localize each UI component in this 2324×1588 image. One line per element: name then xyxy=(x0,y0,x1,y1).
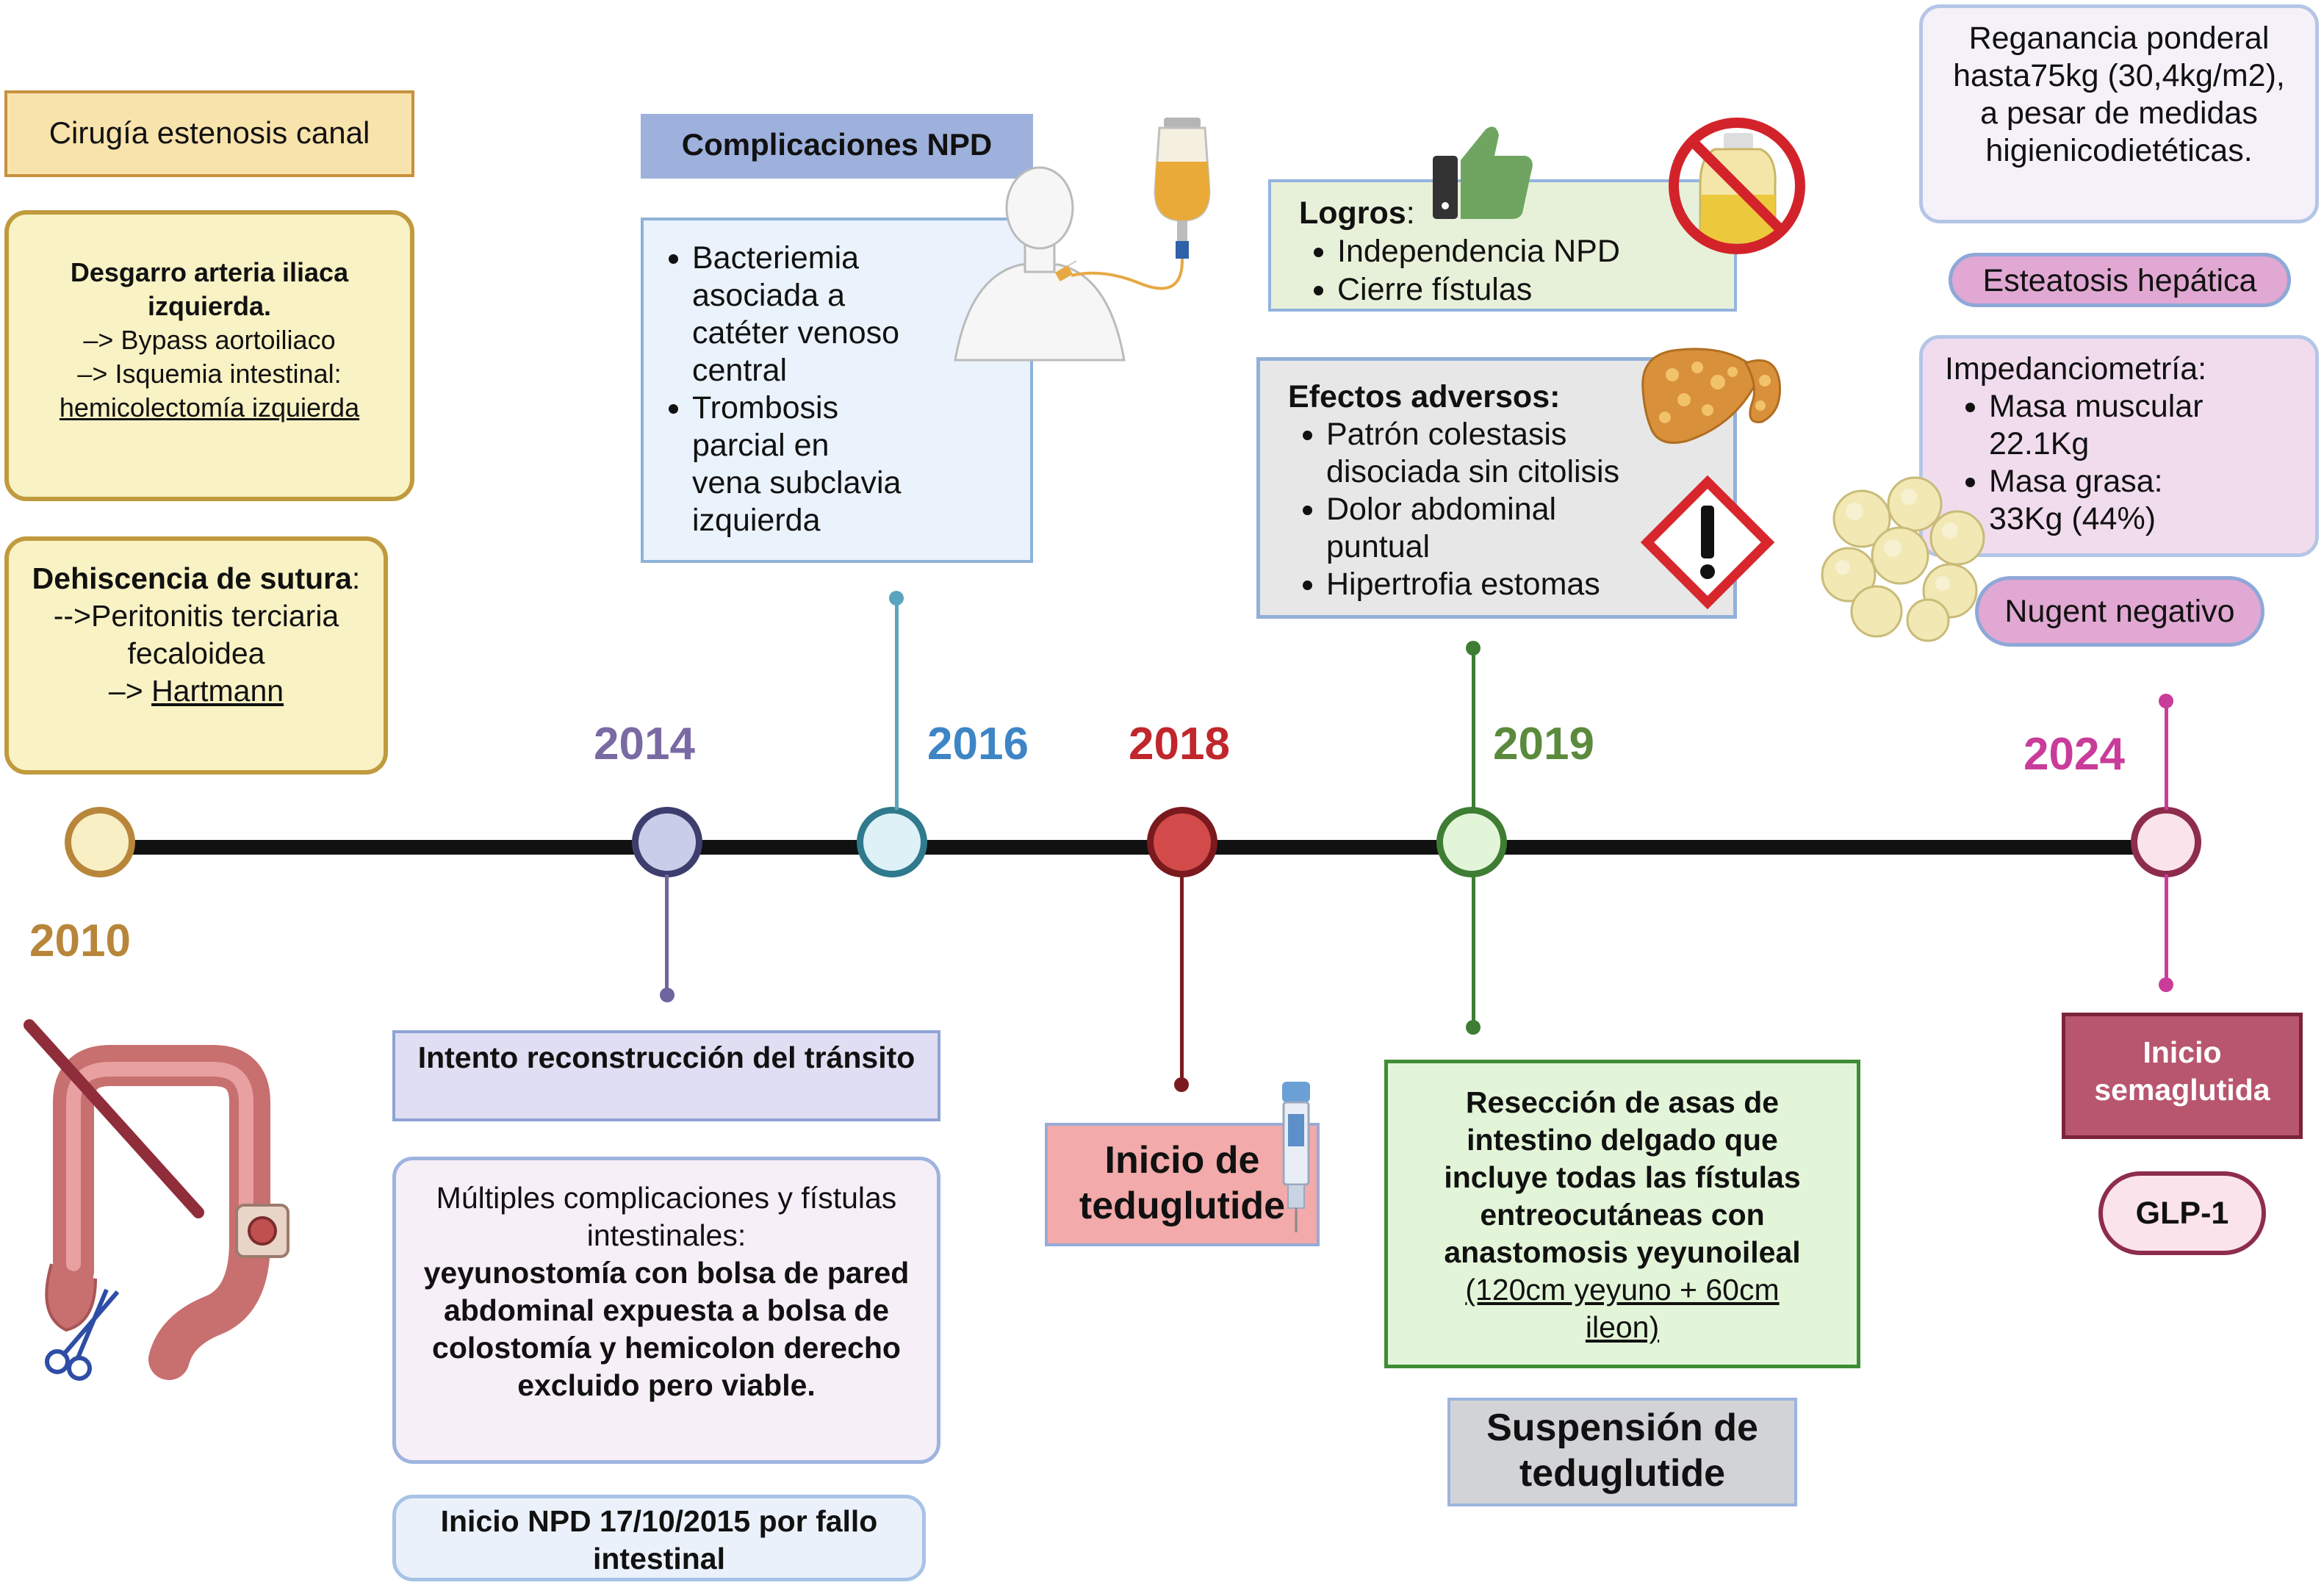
milestone-dot-2018[interactable] xyxy=(1147,807,1217,877)
connector-2019-up xyxy=(1472,650,1475,810)
connector-pin-2024-up xyxy=(2159,694,2173,708)
weight-regain-text: Reganancia ponderal hasta75kg (30,4kg/m2… xyxy=(1953,21,2285,168)
glp1-text: GLP-1 xyxy=(2135,1196,2229,1231)
connector-2014 xyxy=(665,874,669,998)
resection-box: Resección de asas de intestino delgado q… xyxy=(1384,1060,1860,1368)
teduglutide-start-text: Inicio de teduglutide xyxy=(1079,1139,1286,1227)
reconstruction-box: Intento reconstrucción del tránsito xyxy=(392,1030,940,1121)
complications-box: Múltiples complicaciones y fístulas inte… xyxy=(392,1157,940,1464)
npd-complications-header: Complicaciones NPD xyxy=(641,114,1033,179)
npd-complication-item: Trombosis parcial en vena subclavia izqu… xyxy=(692,389,905,539)
adverse-effect-item: Patrón colestasis disociada sin citolisi… xyxy=(1326,416,1694,491)
npd-complications-list: Bacteriemia asociada a catéter venoso ce… xyxy=(647,240,905,539)
complications-lead: Múltiples complicaciones y fístulas inte… xyxy=(436,1181,897,1252)
semaglutide-text: Inicio semaglutida xyxy=(2094,1035,2270,1107)
impedance-item: Masa grasa: 33Kg (44%) xyxy=(1989,463,2231,538)
connector-pin-2024-down xyxy=(2159,977,2173,992)
injection-pen-icon xyxy=(1282,1082,1310,1232)
surgery-box: Cirugía estenosis canal xyxy=(4,90,414,177)
resection-text: Resección de asas de intestino delgado q… xyxy=(1444,1085,1801,1269)
npd-complications-box: Bacteriemia asociada a catéter venoso ce… xyxy=(641,218,1033,563)
thumbs-up-icon xyxy=(1433,126,1533,219)
complications-detail: yeyunostomía con bolsa de pared abdomina… xyxy=(423,1256,910,1402)
impedance-box: Impedanciometría: Masa muscular 22.1Kg M… xyxy=(1919,335,2319,557)
nugent-badge: Nugent negativo xyxy=(1975,576,2264,647)
connector-2024-down xyxy=(2165,874,2168,986)
adverse-effect-item: Dolor abdominal puntual xyxy=(1326,491,1569,566)
milestone-dot-2010[interactable] xyxy=(65,807,135,877)
teduglutide-suspension-text: Suspensión de teduglutide xyxy=(1486,1406,1758,1495)
connector-pin-2014 xyxy=(660,988,674,1002)
year-label-2024: 2024 xyxy=(2023,729,2125,780)
artery-tear-line-3: hemicolectomía izquierda xyxy=(59,392,360,423)
glp1-badge: GLP-1 xyxy=(2098,1171,2266,1255)
patient-icon xyxy=(954,166,1126,362)
connector-2019-down xyxy=(1472,874,1475,1029)
dehiscence-title: Dehiscencia de sutura xyxy=(32,561,352,595)
year-label-2018: 2018 xyxy=(1129,719,1230,769)
achievements-colon: : xyxy=(1406,195,1415,231)
steatosis-text: Esteatosis hepática xyxy=(1982,263,2257,298)
connector-pin-2018 xyxy=(1174,1077,1189,1092)
achievement-item: Independencia NPD xyxy=(1337,232,1719,270)
achievements-title: Logros xyxy=(1299,195,1406,231)
artery-tear-line-2: –> Isquemia intestinal: xyxy=(77,359,342,389)
timeline-axis xyxy=(96,840,2167,855)
surgery-text: Cirugía estenosis canal xyxy=(48,115,370,150)
hartmann-link[interactable]: Hartmann xyxy=(151,674,284,708)
npd-start-text: Inicio NPD 17/10/2015 por fallo intestin… xyxy=(440,1504,878,1576)
dehiscence-colon: : xyxy=(351,561,361,595)
teduglutide-start-box: Inicio de teduglutide xyxy=(1045,1123,1320,1246)
artery-tear-box: Desgarro arteria iliaca izquierda. –> By… xyxy=(4,210,414,501)
resection-lengths: (120cm yeyuno + 60cm ileon) xyxy=(1465,1273,1780,1344)
connector-pin-2019-up xyxy=(1466,641,1481,655)
weight-regain-box: Reganancia ponderal hasta75kg (30,4kg/m2… xyxy=(1919,4,2319,223)
connector-2016 xyxy=(895,600,899,810)
artery-tear-line-1: –> Bypass aortoiliaco xyxy=(83,325,336,355)
connector-pin-2019-down xyxy=(1466,1020,1481,1035)
adverse-effects-title: Efectos adversos: xyxy=(1288,379,1561,414)
connector-2024-up xyxy=(2165,703,2168,810)
reconstruction-text: Intento reconstrucción del tránsito xyxy=(417,1041,915,1074)
artery-tear-title: Desgarro arteria iliaca izquierda. xyxy=(70,257,349,321)
npd-start-box: Inicio NPD 17/10/2015 por fallo intestin… xyxy=(392,1495,926,1581)
semaglutide-box: Inicio semaglutida xyxy=(2062,1013,2303,1139)
achievements-list: Independencia NPD Cierre fístulas xyxy=(1299,232,1719,309)
milestone-dot-2016[interactable] xyxy=(857,807,927,877)
milestone-dot-2024[interactable] xyxy=(2131,807,2201,877)
impedance-list: Masa muscular 22.1Kg Masa grasa: 33Kg (4… xyxy=(1945,388,2231,538)
warning-icon xyxy=(1640,475,1775,610)
year-label-2010: 2010 xyxy=(29,916,131,966)
npd-complication-item: Bacteriemia asociada a catéter venoso ce… xyxy=(692,240,905,389)
milestone-dot-2019[interactable] xyxy=(1436,807,1507,877)
colon-icon xyxy=(24,1019,289,1380)
no-bottle-icon xyxy=(1669,118,1805,254)
scissors-icon xyxy=(45,1288,120,1381)
year-label-2014: 2014 xyxy=(594,719,695,769)
nugent-text: Nugent negativo xyxy=(2004,594,2235,629)
adverse-effects-list: Patrón colestasis disociada sin citolisi… xyxy=(1288,416,1694,603)
liver-icon xyxy=(1641,348,1781,444)
teduglutide-suspension-box: Suspensión de teduglutide xyxy=(1447,1398,1797,1506)
steatosis-badge: Esteatosis hepática xyxy=(1949,253,2291,307)
dehiscence-box: Dehiscencia de sutura: -->Peritonitis te… xyxy=(4,536,388,775)
dehiscence-line-2-prefix: –> xyxy=(108,674,152,708)
achievement-item: Cierre fístulas xyxy=(1337,270,1719,309)
adverse-effects-box: Efectos adversos: Patrón colestasis diso… xyxy=(1256,357,1737,619)
dehiscence-line-1: -->Peritonitis terciaria fecaloidea xyxy=(53,599,339,670)
year-label-2019: 2019 xyxy=(1493,719,1594,769)
year-label-2016: 2016 xyxy=(927,719,1029,769)
milestone-dot-2014[interactable] xyxy=(632,807,702,877)
adverse-effect-item: Hipertrofia estomas xyxy=(1326,566,1694,603)
fat-cells-icon xyxy=(1821,476,1985,642)
impedance-item: Masa muscular 22.1Kg xyxy=(1989,388,2231,463)
npd-complications-title: Complicaciones NPD xyxy=(681,127,993,162)
connector-2018 xyxy=(1180,874,1184,1086)
achievements-box: Logros: Independencia NPD Cierre fístula… xyxy=(1268,179,1737,312)
connector-pin-2016 xyxy=(889,591,904,606)
impedance-title: Impedanciometría: xyxy=(1945,351,2207,387)
iv-bag-icon xyxy=(1071,118,1211,290)
